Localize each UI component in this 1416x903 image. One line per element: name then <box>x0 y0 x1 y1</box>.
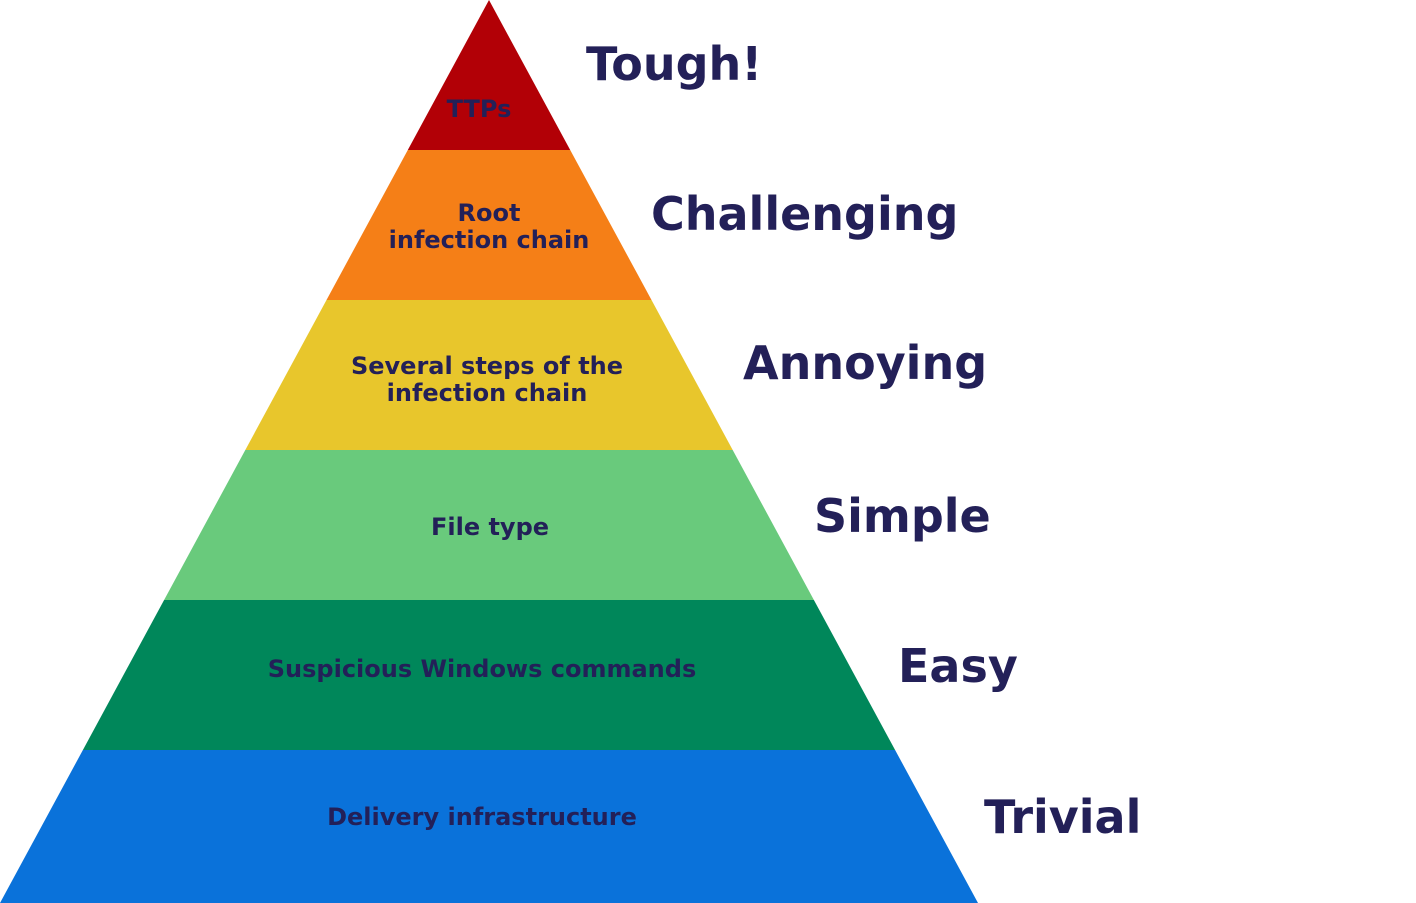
difficulty-label: Trivial <box>984 790 1141 844</box>
pyramid-level-label-line: File type <box>431 513 549 541</box>
pyramid-level-band <box>164 450 814 600</box>
pyramid-level-label: Delivery infrastructure <box>327 803 637 831</box>
difficulty-label: Annoying <box>743 336 987 390</box>
pyramid-level-label-line: Suspicious Windows commands <box>268 655 696 683</box>
pyramid-level-label-line: infection chain <box>387 379 588 407</box>
pyramid-level-band <box>82 600 896 750</box>
pyramid-level-band <box>326 150 652 300</box>
pyramid-level-label-line: Delivery infrastructure <box>327 803 637 831</box>
pyramid-level-band <box>0 750 978 903</box>
pyramid-level-label-line: Several steps of the <box>351 352 623 380</box>
pyramid-level-label-line: TTPs <box>447 95 512 123</box>
pyramid-level-label: TTPs <box>447 95 512 123</box>
pyramid-level-label-line: Root <box>458 199 521 227</box>
difficulty-label: Tough! <box>586 37 762 91</box>
difficulty-label: Easy <box>898 639 1018 693</box>
difficulty-label: Simple <box>814 489 991 543</box>
pyramid-level-band <box>407 0 571 150</box>
difficulty-label: Challenging <box>651 187 958 241</box>
pyramid-level-label: File type <box>431 513 549 541</box>
pyramid-level-band <box>245 300 733 450</box>
pyramid-level-label-line: infection chain <box>389 226 590 254</box>
pyramid-level-label: Suspicious Windows commands <box>268 655 696 683</box>
